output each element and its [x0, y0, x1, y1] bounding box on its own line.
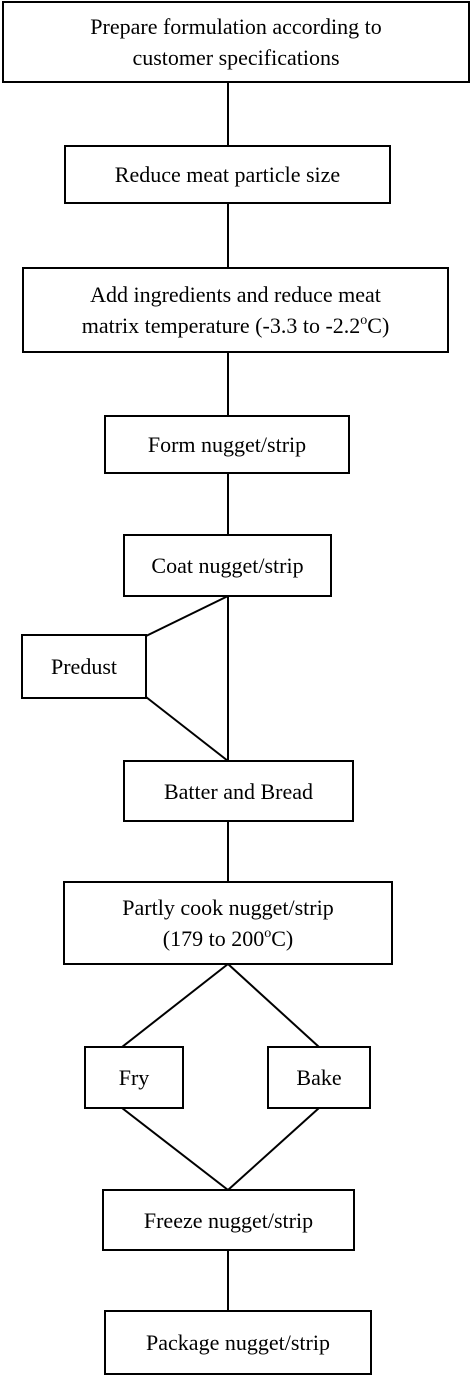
step-bake-label: Bake	[296, 1065, 342, 1090]
step-bake: Bake	[267, 1046, 371, 1109]
step-batter-and-bread: Batter and Bread	[123, 760, 354, 822]
degree-superscript: o	[360, 313, 368, 328]
step-coat-label: Coat nugget/strip	[151, 553, 304, 578]
step-add-line2: matrix temperature (-3.3 to -2.2oC)	[82, 310, 390, 341]
step-batter-label: Batter and Bread	[163, 778, 314, 804]
step-cook-line2: (179 to 200oC)	[122, 923, 333, 954]
step-cook-line2-unit: C)	[271, 926, 294, 951]
connector-predust-upper	[145, 595, 229, 637]
step-add-ingredients: Add ingredients and reduce meat matrix t…	[22, 267, 449, 353]
step-prepare-line1: Prepare formulation according to	[90, 14, 382, 39]
step-reduce-label: Reduce meat particle size	[114, 162, 341, 187]
step-cook-line1: Partly cook nugget/strip	[122, 895, 334, 920]
step-add-line2-text: matrix temperature (-3.3 to -2.2	[81, 313, 361, 338]
step-prepare-formulation: Prepare formulation according to custome…	[2, 1, 470, 83]
step-freeze-nugget: Freeze nugget/strip	[102, 1189, 355, 1251]
step-package-label: Package nugget/strip	[146, 1330, 330, 1355]
connector-cook-to-fry	[121, 963, 229, 1048]
connector-cook-to-bake	[227, 963, 320, 1048]
step-freeze-label: Freeze nugget/strip	[143, 1207, 314, 1233]
step-fry: Fry	[84, 1046, 184, 1109]
step-partly-cook: Partly cook nugget/strip (179 to 200oC)	[63, 881, 393, 965]
step-package-nugget: Package nugget/strip	[104, 1310, 372, 1375]
step-coat-nugget: Coat nugget/strip	[123, 534, 332, 597]
step-reduce-particle-size: Reduce meat particle size	[64, 145, 391, 204]
connector-predust-lower	[145, 696, 229, 762]
step-prepare-line2: customer specifications	[132, 45, 340, 70]
step-form-nugget: Form nugget/strip	[104, 415, 350, 474]
step-predust: Predust	[21, 634, 147, 699]
step-cook-line2-text: (179 to 200	[162, 926, 265, 951]
step-form-label: Form nugget/strip	[147, 432, 307, 457]
connector-fry-to-freeze	[121, 1107, 229, 1191]
degree-superscript: o	[264, 926, 272, 941]
connector-bake-to-freeze	[227, 1107, 320, 1191]
step-add-line1: Add ingredients and reduce meat	[90, 282, 381, 307]
step-fry-label: Fry	[118, 1065, 150, 1090]
step-add-line2-unit: C)	[367, 313, 390, 338]
step-predust-label: Predust	[51, 654, 117, 679]
